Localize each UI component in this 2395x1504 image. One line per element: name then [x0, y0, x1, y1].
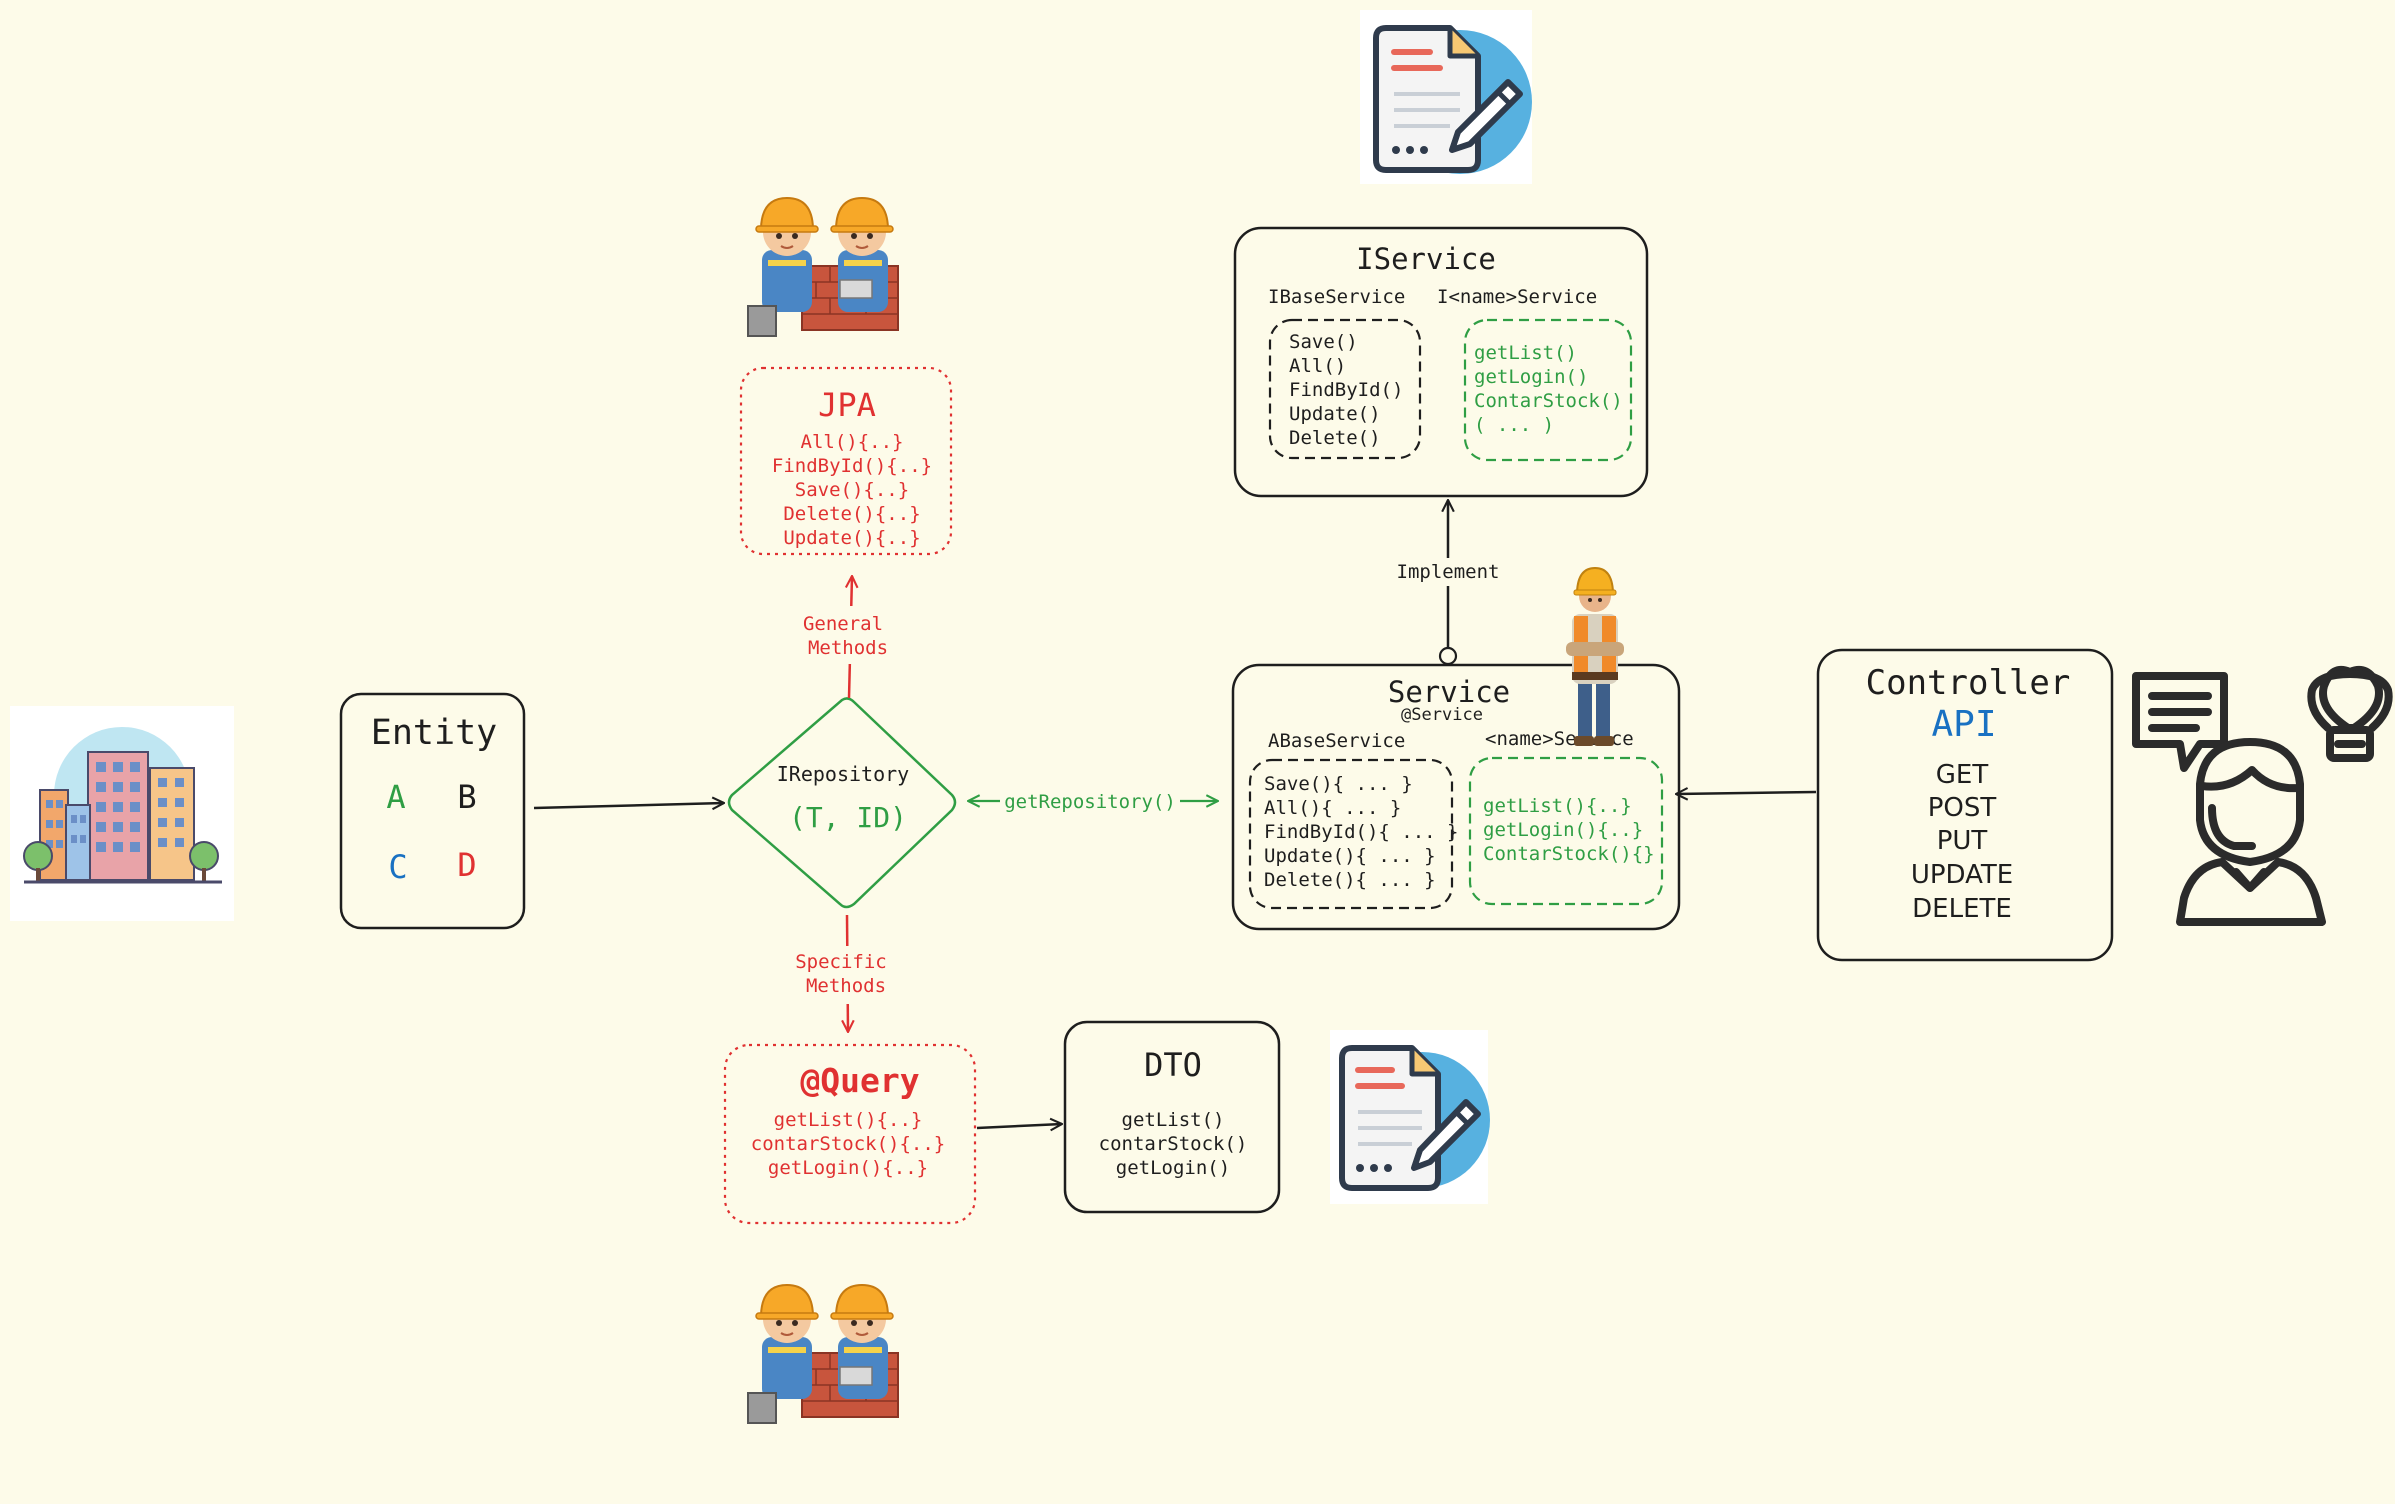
dto-method: getLogin()	[1116, 1157, 1230, 1179]
general-methods-label: Methods	[808, 637, 888, 659]
service-base-method: Save(){ ... }	[1264, 773, 1413, 795]
get-repository-label: getRepository()	[1004, 791, 1176, 813]
implement-arrow-origin	[1438, 646, 1458, 666]
irepository-title: IRepository	[777, 762, 909, 786]
query-to-dto-arrow	[976, 1124, 1062, 1128]
irepository-diamond[interactable]: IRepository (T, ID)	[727, 697, 957, 909]
entity-title: Entity	[371, 713, 497, 753]
service-name-method: ContarStock(){}	[1483, 843, 1655, 865]
support-agent-icon	[2176, 738, 2326, 926]
jpa-method: FindById(){..}	[772, 455, 932, 477]
iservice-base-method: All()	[1289, 355, 1346, 377]
service-name-method: getLogin(){..}	[1483, 819, 1643, 841]
iname-service-label: I<name>Service	[1437, 286, 1597, 308]
iservice-base-method: Update()	[1289, 403, 1381, 425]
city-buildings-icon	[10, 706, 234, 921]
iservice-name-method: ContarStock()	[1474, 390, 1623, 412]
controller-subtitle: API	[1931, 704, 1996, 745]
service-title: Service	[1388, 675, 1510, 709]
lightbulb-icon	[2307, 665, 2393, 762]
jpa-method: All(){..}	[801, 431, 904, 453]
http-method: POST	[1928, 793, 1997, 823]
builder-workers-icon	[747, 196, 899, 337]
chat-bubble-icon	[2132, 672, 2228, 772]
iservice-title: IService	[1356, 242, 1496, 276]
http-method: PUT	[1937, 826, 1988, 856]
general-methods-label: General	[803, 613, 883, 635]
ibaseservice-label: IBaseService	[1268, 286, 1405, 308]
service-annotation: @Service	[1401, 705, 1483, 725]
service-base-method: Delete(){ ... }	[1264, 869, 1436, 891]
iservice-base-method: Delete()	[1289, 427, 1381, 449]
query-method: contarStock(){..}	[751, 1133, 945, 1155]
controller-box[interactable]: Controller API GET POST PUT UPDATE DELET…	[1816, 648, 2114, 962]
controller-to-service-arrow	[1676, 792, 1817, 794]
query-title: @Query	[800, 1061, 919, 1100]
entity-letter-c: C	[388, 848, 407, 886]
entity-letter-a: A	[386, 778, 405, 816]
http-method: UPDATE	[1911, 860, 2013, 890]
query-box[interactable]: @Query getList(){..} contarStock(){..} g…	[723, 1043, 977, 1225]
abaseservice-label: ABaseService	[1268, 730, 1405, 752]
jpa-box[interactable]: JPA All(){..} FindById(){..} Save(){..} …	[739, 366, 953, 556]
specific-methods-label: Specific	[795, 951, 887, 973]
dto-box[interactable]: DTO getList() contarStock() getLogin()	[1063, 1020, 1281, 1214]
construction-worker-icon	[1566, 566, 1624, 746]
irepository-params: (T, ID)	[789, 801, 907, 834]
service-base-method: All(){ ... }	[1264, 797, 1401, 819]
entity-letter-d: D	[457, 846, 476, 884]
dto-title: DTO	[1144, 1046, 1202, 1084]
iservice-name-method: ( ... )	[1474, 414, 1554, 436]
entity-to-repository-arrow	[533, 803, 724, 808]
iservice-name-method: getLogin()	[1474, 366, 1588, 388]
controller-title: Controller	[1866, 663, 2071, 703]
dto-method: getList()	[1122, 1109, 1225, 1131]
dto-method: contarStock()	[1099, 1133, 1248, 1155]
iservice-base-method: Save()	[1289, 331, 1358, 353]
jpa-method: Update(){..}	[783, 527, 920, 549]
jpa-method: Delete(){..}	[783, 503, 920, 525]
iservice-box[interactable]: IService IBaseService I<name>Service Sav…	[1233, 226, 1649, 498]
service-base-method: Update(){ ... }	[1264, 845, 1436, 867]
service-base-method: FindById(){ ... }	[1264, 821, 1458, 843]
query-method: getList(){..}	[774, 1109, 923, 1131]
jpa-title: JPA	[818, 386, 876, 424]
iservice-base-method: FindById()	[1289, 379, 1403, 401]
service-box[interactable]: Service @Service ABaseService <name>Serv…	[1231, 663, 1681, 931]
iservice-name-method: getList()	[1474, 342, 1577, 364]
entity-box[interactable]: Entity A B C D	[339, 692, 526, 930]
jpa-method: Save(){..}	[795, 479, 909, 501]
specific-methods-label: Methods	[806, 975, 886, 997]
query-method: getLogin(){..}	[768, 1157, 928, 1179]
implement-label: Implement	[1397, 561, 1500, 583]
http-method: DELETE	[1912, 894, 2012, 924]
entity-letter-b: B	[457, 778, 476, 816]
builder-workers-icon	[747, 1283, 899, 1424]
document-edit-icon	[1330, 1030, 1490, 1204]
http-method: GET	[1936, 760, 1989, 790]
document-edit-icon	[1360, 10, 1532, 184]
service-name-method: getList(){..}	[1483, 795, 1632, 817]
